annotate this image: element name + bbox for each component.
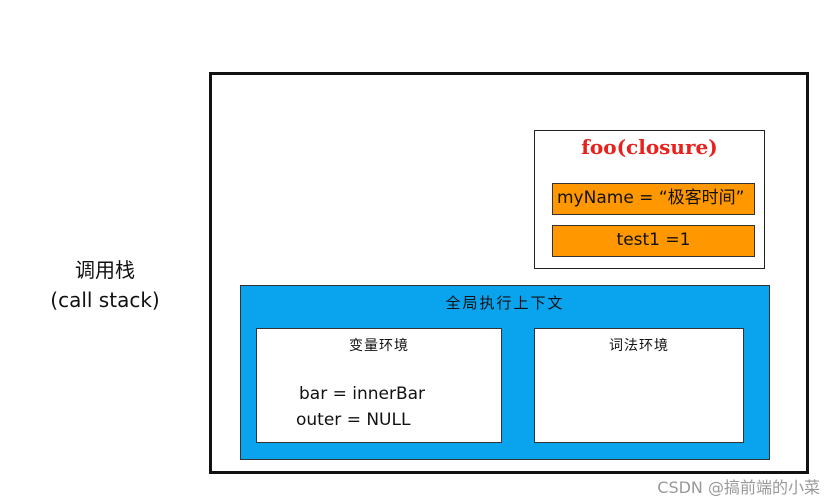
variable-environment-title: 变量环境 [349,338,409,354]
variable-entry-bar: bar = innerBar [299,384,426,404]
variable-entry-outer: outer = NULL [296,410,411,430]
lexical-environment-box: 词法环境 [534,328,744,443]
closure-title: foo(closure) [581,135,718,159]
csdn-watermark: CSDN @搞前端的小菜 [657,478,820,497]
closure-var-test1: test1 =1 [552,225,755,257]
variable-environment-box: 变量环境 bar = innerBar outer = NULL [256,328,502,443]
foo-closure-box: foo(closure) myName = “极客时间” test1 =1 [534,130,765,269]
global-execution-context: 全局执行上下文 变量环境 bar = innerBar outer = NULL… [240,285,770,460]
lexical-environment-title: 词法环境 [609,338,669,354]
call-stack-label-en: (call stack) [50,288,160,312]
call-stack-label: 调用栈 (call stack) [30,255,180,315]
call-stack-label-cn: 调用栈 [75,258,135,282]
global-context-title: 全局执行上下文 [445,294,565,312]
closure-var-myname: myName = “极客时间” [552,183,755,215]
